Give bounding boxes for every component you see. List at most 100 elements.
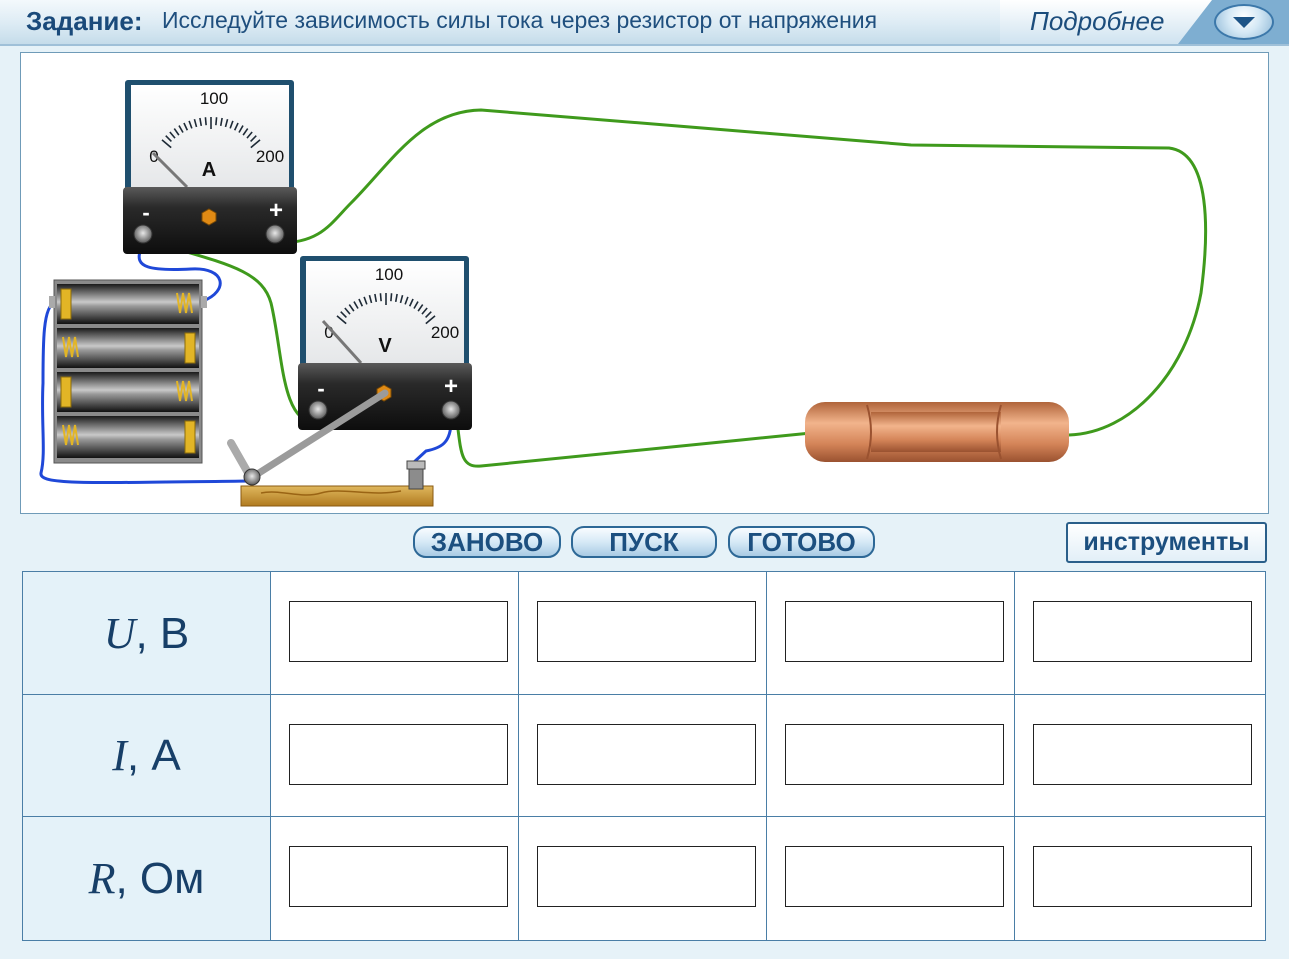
voltage-input-1[interactable] <box>289 601 508 662</box>
scale-tick <box>374 293 378 302</box>
scale-tick <box>425 311 432 318</box>
current-unit: , А <box>126 731 181 780</box>
voltage-unit: , В <box>135 608 190 658</box>
battery-pack[interactable] <box>49 279 207 464</box>
resistance-symbol: R <box>88 854 116 903</box>
scale-tick <box>178 125 184 133</box>
scale-tick <box>229 120 234 129</box>
scale-tick <box>344 307 351 315</box>
ammeter-plus-label: + <box>269 197 283 224</box>
wire-ammeter-plus-to-resistor <box>278 108 1208 437</box>
table-cell <box>1014 694 1266 817</box>
scale-tick <box>250 135 257 142</box>
ammeter-needle <box>151 151 189 189</box>
scale-tick <box>358 298 364 307</box>
voltmeter-scale-100: 100 <box>375 265 403 284</box>
scale-tick <box>183 122 189 131</box>
ammeter-unit-label: A <box>202 159 216 181</box>
scale-tick <box>425 315 436 325</box>
voltmeter-needle <box>321 319 363 365</box>
table-row-resistance: R, Ом <box>22 816 1266 941</box>
scale-tick <box>219 117 223 126</box>
scale-tick <box>368 294 373 304</box>
ammeter-scale-200: 200 <box>256 147 284 166</box>
table-cell <box>270 571 519 695</box>
current-input-4[interactable] <box>1033 724 1252 785</box>
resistance-input-2[interactable] <box>537 846 756 907</box>
voltmeter-scale-ticks <box>336 293 436 325</box>
table-cell <box>1014 571 1266 695</box>
table-cell <box>518 571 767 695</box>
voltmeter-unit-label: V <box>378 335 392 357</box>
switch-lever[interactable] <box>247 389 389 482</box>
voltmeter-scale-0: 0 <box>324 323 333 342</box>
scale-tick <box>204 117 207 126</box>
scale-tick <box>336 315 347 325</box>
resistance-input-4[interactable] <box>1033 846 1252 907</box>
voltmeter-minus-terminal[interactable] <box>308 400 328 420</box>
ammeter-plus-terminal[interactable] <box>265 224 285 244</box>
table-cell <box>766 816 1015 941</box>
knife-switch[interactable] <box>227 389 434 507</box>
table-cell <box>518 694 767 817</box>
scale-tick <box>353 301 359 309</box>
voltage-input-2[interactable] <box>537 601 756 662</box>
scale-tick <box>394 293 398 302</box>
scale-tick <box>233 122 239 131</box>
voltmeter-minus-label: - <box>317 376 324 401</box>
scale-tick <box>169 131 176 139</box>
scale-tick <box>238 125 244 133</box>
row-label-voltage: U, В <box>22 571 271 695</box>
current-input-3[interactable] <box>785 724 1004 785</box>
voltage-symbol: U <box>103 608 136 658</box>
current-input-2[interactable] <box>537 724 756 785</box>
experiment-stage: 100 0 200 A - + 100 0 200 V - + <box>20 52 1269 514</box>
scale-tick <box>224 118 229 128</box>
details-toggle-button[interactable] <box>1214 4 1274 40</box>
resistor[interactable] <box>805 402 1069 462</box>
start-button[interactable]: ПУСК <box>571 526 717 558</box>
ammeter-nut-icon <box>201 208 217 226</box>
table-cell <box>1014 816 1266 941</box>
chevron-down-icon <box>1233 17 1255 28</box>
scale-tick <box>404 296 409 305</box>
voltmeter-plus-terminal[interactable] <box>441 400 461 420</box>
voltage-input-3[interactable] <box>785 601 1004 662</box>
scale-tick <box>165 135 172 142</box>
voltmeter-scale-200: 200 <box>431 323 459 342</box>
table-cell <box>766 694 1015 817</box>
tools-button[interactable]: инструменты <box>1066 522 1267 563</box>
scale-tick <box>173 128 180 136</box>
scale-tick <box>399 294 404 304</box>
wire-ammeter-to-battery <box>137 248 222 303</box>
green-wires <box>142 108 1208 468</box>
resistance-input-3[interactable] <box>785 846 1004 907</box>
scale-tick <box>188 120 193 129</box>
ammeter-minus-terminal[interactable] <box>133 224 153 244</box>
details-label[interactable]: Подробнее <box>1030 6 1165 36</box>
row-label-resistance: R, Ом <box>22 816 271 941</box>
measurement-table: U, В I, А R, Ом <box>22 571 1266 941</box>
resistance-unit: , Ом <box>115 854 205 903</box>
scale-tick <box>379 293 382 302</box>
restart-button[interactable]: ЗАНОВО <box>413 526 561 558</box>
scale-tick <box>340 311 347 318</box>
wire-battery-to-switch <box>39 301 252 485</box>
scale-tick <box>408 298 414 307</box>
task-label: Задание: <box>26 6 143 36</box>
scale-tick <box>161 139 172 149</box>
ammeter-scale-0: 0 <box>149 147 158 166</box>
scale-tick <box>246 131 253 139</box>
resistance-input-1[interactable] <box>289 846 508 907</box>
scale-tick <box>417 304 424 312</box>
scale-tick <box>413 301 419 309</box>
scale-tick <box>421 307 428 315</box>
details-tab-background <box>1000 0 1289 44</box>
table-row-voltage: U, В <box>22 571 1266 695</box>
scale-tick <box>215 117 218 126</box>
voltage-input-4[interactable] <box>1033 601 1252 662</box>
scale-tick <box>363 296 368 305</box>
current-input-1[interactable] <box>289 724 508 785</box>
done-button[interactable]: ГОТОВО <box>728 526 875 558</box>
scale-tick <box>390 293 393 302</box>
